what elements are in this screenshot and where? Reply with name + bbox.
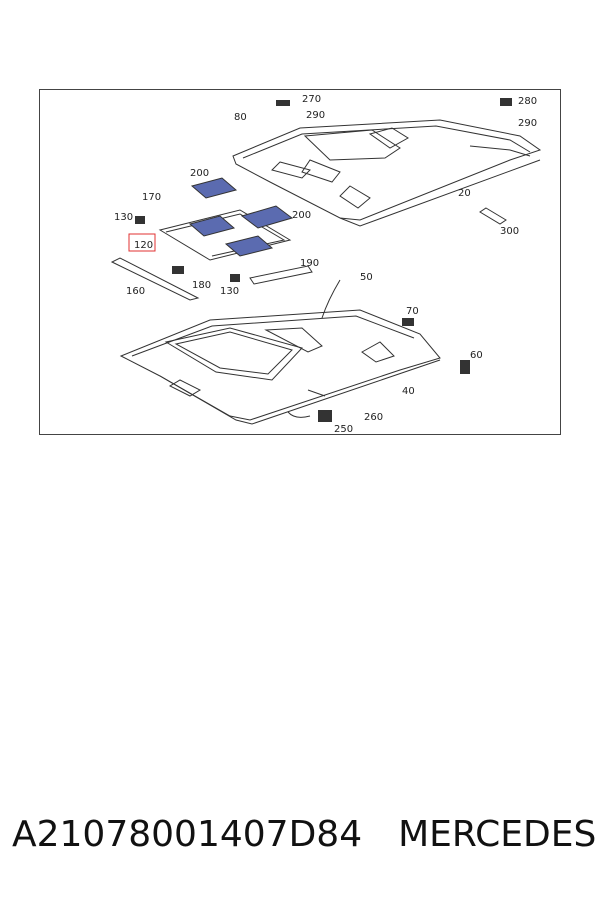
callout-50: 50 bbox=[360, 272, 373, 283]
callout-280: 280 bbox=[518, 96, 537, 107]
part-number: A21078001407D84 bbox=[12, 813, 363, 855]
cassette-200a bbox=[190, 177, 238, 199]
callout-180: 180 bbox=[192, 280, 211, 291]
callout-290: 290 bbox=[518, 118, 537, 129]
brand-name: MERCEDES bbox=[398, 813, 597, 855]
callout-20: 20 bbox=[458, 188, 471, 199]
roof-lining-exploded-diagram: 20 40 50 60 70 80 120 130 130 160 170 180 190 200 200 2… bbox=[110, 94, 542, 435]
clip-part-300 bbox=[479, 207, 507, 225]
callout-250: 250 bbox=[334, 424, 353, 435]
callout-190: 190 bbox=[300, 258, 319, 269]
callout-200: 200 bbox=[292, 210, 311, 221]
callout-290: 290 bbox=[306, 110, 325, 121]
callout-120: 120 bbox=[134, 240, 153, 251]
callout-40: 40 bbox=[402, 386, 415, 397]
parts-diagram-frame: 20 40 50 60 70 80 120 130 130 160 170 180 190 200 200 2… bbox=[39, 89, 561, 435]
upper-headliner-part bbox=[232, 119, 542, 227]
lower-headliner-part bbox=[119, 309, 441, 425]
highlight-box-120 bbox=[128, 233, 156, 252]
callout-270: 270 bbox=[302, 94, 321, 105]
callout-130: 130 bbox=[220, 286, 239, 297]
callout-130: 130 bbox=[114, 212, 133, 223]
strip-part bbox=[249, 265, 313, 285]
cassette-200b bbox=[240, 205, 294, 229]
callout-70: 70 bbox=[406, 306, 419, 317]
cassette-panel-2 bbox=[224, 235, 274, 257]
callout-200: 200 bbox=[190, 168, 209, 179]
callout-260: 260 bbox=[364, 412, 383, 423]
callout-160: 160 bbox=[126, 286, 145, 297]
cassette-panel-1 bbox=[188, 215, 236, 237]
callout-170: 170 bbox=[142, 192, 161, 203]
callout-60: 60 bbox=[470, 350, 483, 361]
product-caption: A21078001407D84 MERCEDES bbox=[12, 808, 596, 860]
callout-300: 300 bbox=[500, 226, 519, 237]
callout-80: 80 bbox=[234, 112, 247, 123]
rail-part bbox=[110, 257, 200, 301]
